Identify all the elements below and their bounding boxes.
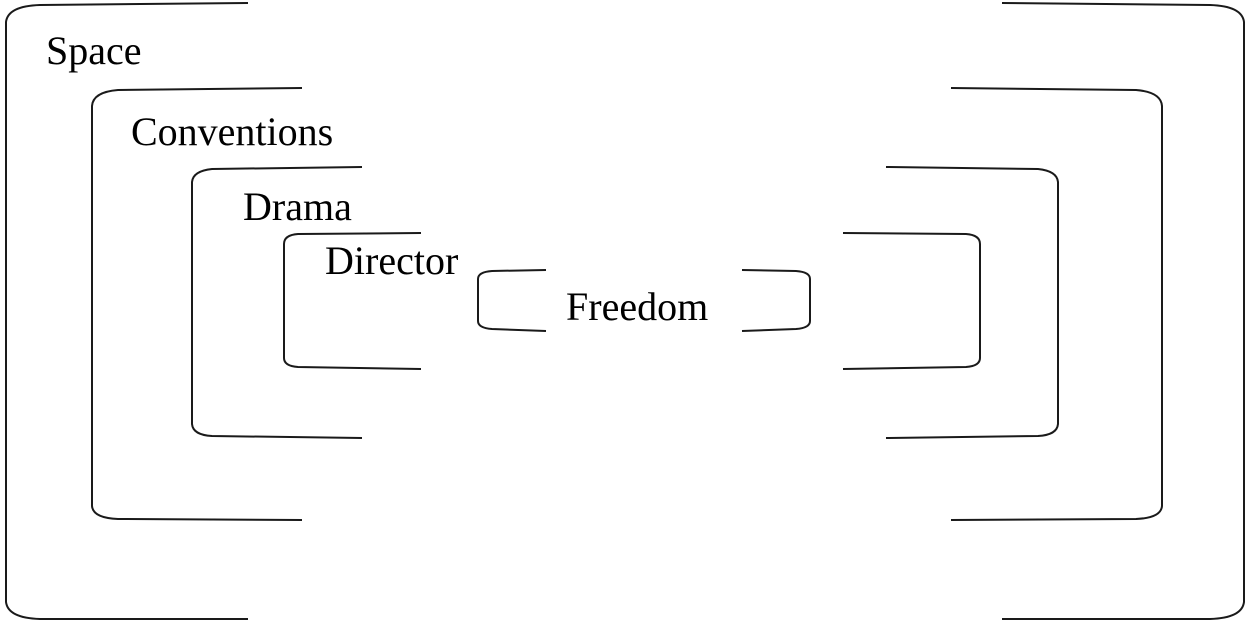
space-right-bracket — [1001, 2, 1245, 620]
freedom-label: Freedom — [566, 284, 708, 329]
conventions-right-bracket — [950, 87, 1163, 521]
layer-drama: Drama — [191, 166, 1059, 439]
space-left-bracket — [5, 2, 249, 620]
layer-conventions: Conventions — [91, 87, 1163, 521]
conventions-label: Conventions — [131, 109, 333, 154]
layer-director: Director — [283, 232, 981, 370]
layer-freedom: Freedom — [477, 269, 811, 332]
freedom-right-bracket — [741, 269, 811, 332]
layer-space: Space — [5, 2, 1245, 620]
space-label: Space — [46, 28, 142, 73]
director-label: Director — [325, 238, 458, 283]
drama-right-bracket — [885, 166, 1059, 439]
director-left-bracket — [283, 232, 422, 370]
director-right-bracket — [842, 232, 981, 370]
drama-left-bracket — [191, 166, 363, 439]
conventions-left-bracket — [91, 87, 303, 521]
drama-label: Drama — [243, 184, 352, 229]
freedom-left-bracket — [477, 269, 547, 332]
